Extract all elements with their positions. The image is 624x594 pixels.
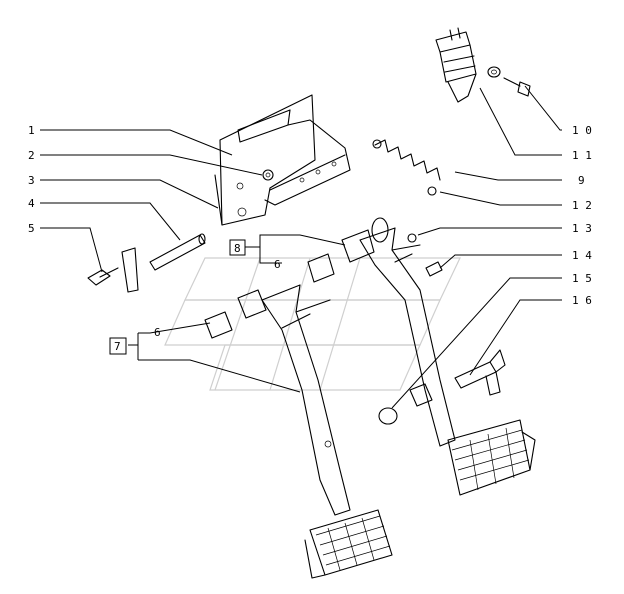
label-11: 1 1 [572, 149, 592, 162]
label-2: 2 [28, 149, 35, 162]
ring-15 [378, 407, 398, 425]
leader-lines [40, 85, 562, 409]
nut-2 [262, 169, 274, 181]
pivot-shaft [121, 233, 206, 293]
label-16: 1 6 [572, 294, 592, 307]
label-12: 1 2 [572, 199, 592, 212]
label-13: 1 3 [572, 222, 592, 235]
label-8: 8 [234, 242, 241, 255]
pedal-pins [281, 233, 443, 329]
label-3: 3 [28, 174, 35, 187]
bushings [204, 217, 389, 339]
mounting-bracket [214, 94, 351, 226]
label-10: 1 0 [572, 124, 592, 137]
label-7: 7 [114, 340, 121, 353]
return-spring [372, 139, 441, 196]
pin-16 [454, 349, 506, 396]
label-9: 9 [578, 174, 585, 187]
label-box-8 [229, 239, 246, 256]
label-14: 1 4 [572, 249, 592, 262]
brake-pedal [359, 227, 536, 496]
bolt-5 [87, 267, 119, 286]
label-15: 1 5 [572, 272, 592, 285]
sleeve-14 [409, 383, 433, 407]
pedal-switch [435, 27, 477, 103]
washer-11 [487, 66, 501, 78]
label-1: 1 [28, 124, 35, 137]
screw-10 [503, 77, 531, 97]
label-6-left: 6 [154, 326, 161, 339]
label-5: 5 [28, 222, 35, 235]
clutch-pedal [261, 284, 393, 579]
label-box-7 [109, 337, 127, 355]
label-4: 4 [28, 197, 35, 210]
label-6-upper: 6 [274, 258, 281, 271]
